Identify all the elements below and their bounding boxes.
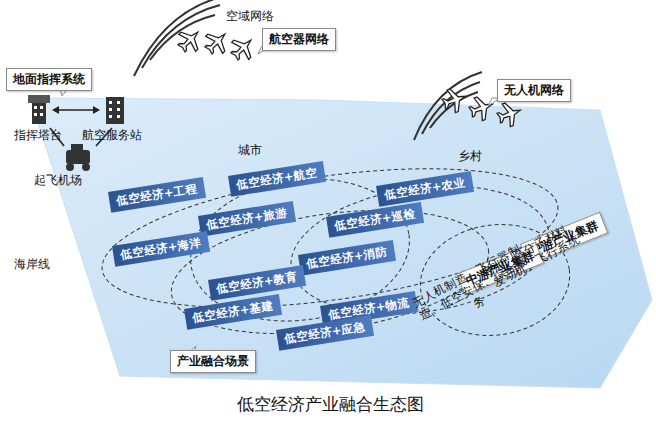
- scene-box: 低空经济+消防: [298, 240, 396, 276]
- scene-box: 低空经济+农业: [376, 171, 474, 207]
- node-text: 地面指挥系统: [13, 71, 85, 88]
- callout-box: 产业融合场景: [170, 350, 256, 373]
- callout-box: 地面指挥系统: [6, 68, 92, 91]
- scene-box: 低空经济+巡检: [326, 202, 424, 238]
- text-label: 城市: [238, 142, 262, 159]
- text-label: 无人机制造、飞行器制造、低空安保、综合服务: [410, 242, 536, 336]
- node-text: 无人机网络: [504, 82, 564, 99]
- callout-box: 无人机网络: [497, 79, 571, 102]
- scene-box: 低空经济+旅游: [198, 201, 296, 237]
- node-text: 低空经济+巡检: [333, 206, 416, 234]
- text-label: 乡村: [458, 148, 482, 165]
- diagram-title: 低空经济产业融合生态图: [237, 393, 424, 416]
- text-label: 空域网络: [226, 8, 274, 25]
- scene-box: 低空经济+基建: [184, 294, 282, 330]
- scene-ellipses: [94, 145, 577, 352]
- node-text: 低空经济+航空: [235, 165, 318, 193]
- text-label: 航空服务站: [82, 127, 142, 144]
- scene-box: 低空经济+航空: [228, 161, 326, 197]
- node-text: 低空经济+教育: [215, 269, 298, 297]
- signal-arcs: [134, 0, 482, 140]
- text-label: 指挥塔台: [14, 127, 62, 144]
- control-tower-icon: [28, 95, 50, 124]
- scene-box: 低空经济+工程: [108, 177, 206, 213]
- node-text: 低空经济+基建: [191, 298, 274, 326]
- text-label: 海岸线: [14, 256, 50, 273]
- scene-box: 低空经济+海洋: [112, 231, 210, 267]
- service-station-icon: [106, 97, 124, 124]
- node-text: 低空经济+消防: [305, 244, 388, 272]
- node-text: 低空经济+应急: [283, 319, 366, 347]
- text-label: 起飞机场: [34, 172, 82, 189]
- node-text: 航空器网络: [269, 31, 329, 48]
- airport-vehicle-icon: [66, 144, 90, 171]
- scene-box: 低空经济+教育: [208, 265, 306, 301]
- callout-box: 航空器网络: [262, 28, 336, 51]
- node-text: 低空经济+旅游: [205, 205, 288, 233]
- node-text: 低空经济+海洋: [119, 235, 202, 263]
- node-text: 低空经济+工程: [115, 181, 198, 209]
- node-text: 低空经济+农业: [383, 175, 466, 203]
- region-map: [30, 98, 652, 388]
- node-text: 产业融合场景: [177, 353, 249, 370]
